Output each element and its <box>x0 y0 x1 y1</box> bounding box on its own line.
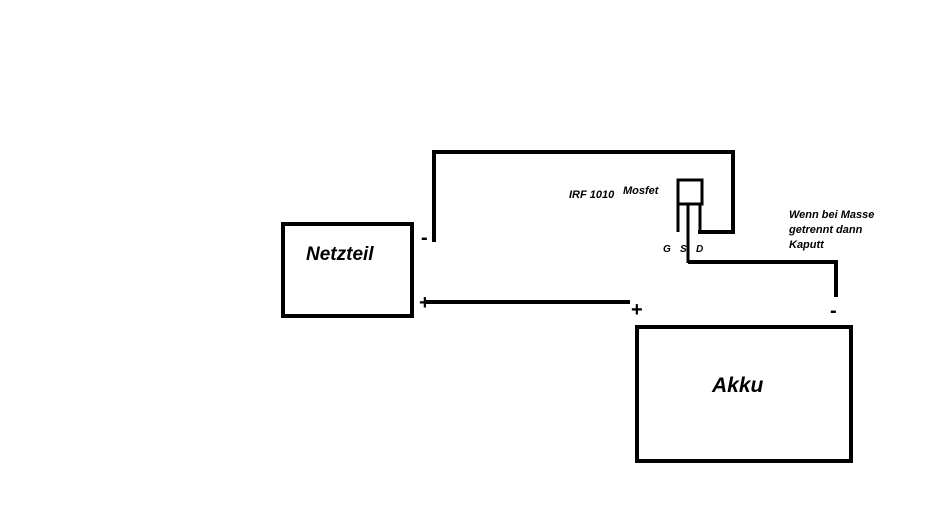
note-line-2: getrennt dann <box>788 224 863 236</box>
akku-label: Akku <box>711 374 764 397</box>
netzteil-label: Netzteil <box>306 244 374 265</box>
mosfet-pin-d-label: D <box>696 244 703 255</box>
netzteil-box <box>281 222 414 318</box>
wire-negative-loop <box>432 150 735 242</box>
mosfet-type-label: Mosfet <box>623 185 660 197</box>
netzteil-minus-sign: - <box>421 227 428 249</box>
akku-plus-sign: + <box>631 299 643 321</box>
akku-box <box>635 325 853 463</box>
akku-minus-sign: - <box>830 300 837 322</box>
note-line-1: Wenn bei Masse <box>789 209 874 221</box>
mosfet-body <box>676 178 704 206</box>
note-line-3: Kaputt <box>789 239 825 251</box>
mosfet-pin-g-label: G <box>663 244 671 255</box>
mosfet-part-label: IRF 1010 <box>569 189 615 201</box>
mosfet-pin-s-label: S <box>680 244 687 255</box>
wire-source-to-akku-minus <box>688 260 838 297</box>
netzteil-plus-sign: + <box>419 292 431 314</box>
